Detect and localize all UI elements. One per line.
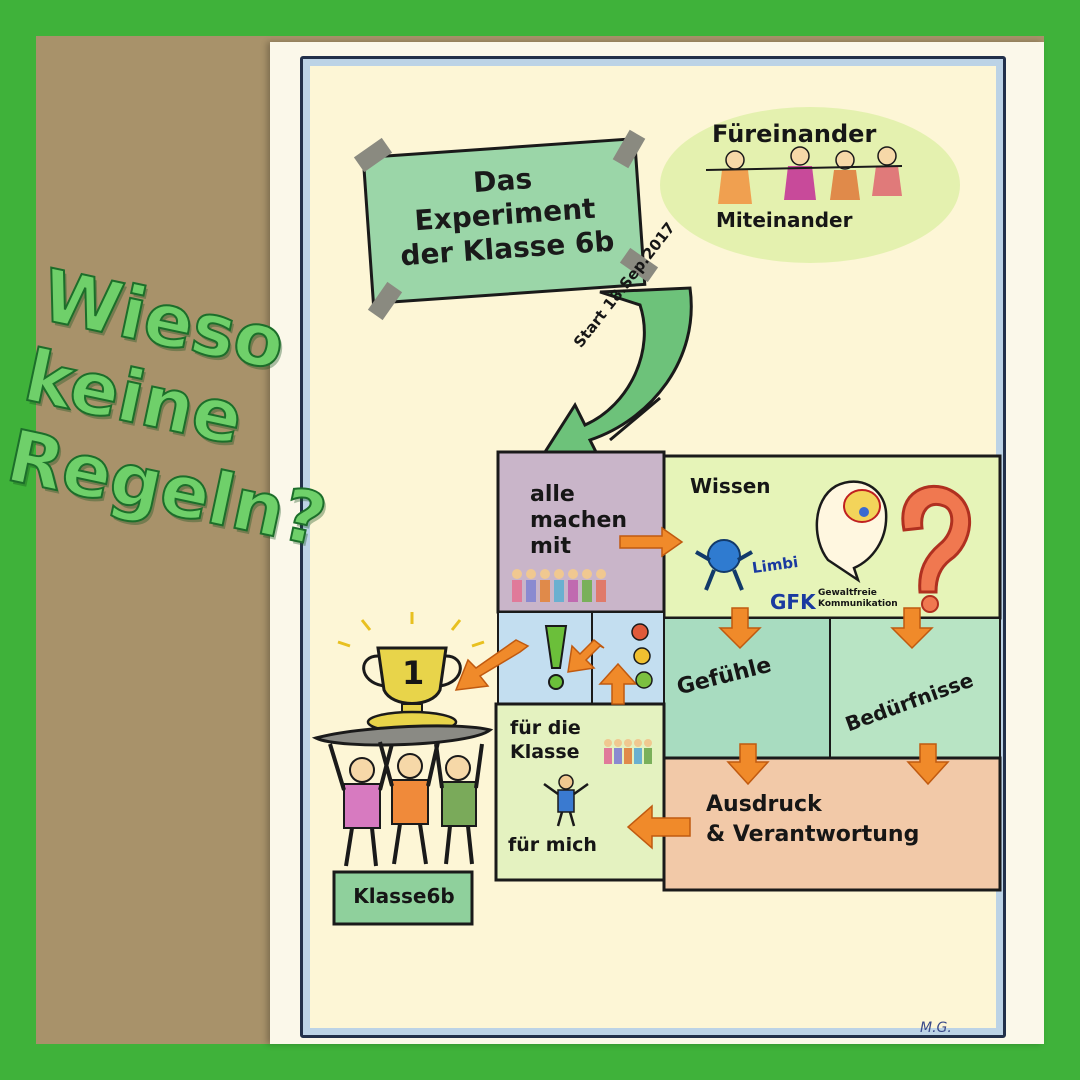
fuer-klasse-line2: Klasse — [510, 741, 580, 763]
tape-bl — [367, 281, 403, 321]
arrow-to-trophy — [454, 639, 530, 691]
trophy-number: 1 — [402, 654, 425, 692]
brain-shape — [843, 489, 881, 523]
arrow-alle-wissen — [619, 526, 684, 558]
ausdruck-label: Ausdruck & Verantwortung — [706, 790, 919, 850]
arrow-gefuehle-ausdruck — [726, 743, 770, 786]
alle-line2: machen — [530, 508, 628, 533]
smiley-sad — [631, 623, 649, 641]
smiley-neutral — [633, 647, 651, 665]
arrow-smileys-exclaim — [567, 638, 605, 673]
limbi-legs — [695, 550, 753, 591]
tape-tr — [612, 129, 646, 169]
title-card: Das Experiment der Klasse 6b — [377, 155, 634, 274]
limbi-creature — [707, 539, 741, 573]
arrow-ausdruck-fuer — [626, 804, 691, 850]
fuer-klasse-line1: für die — [510, 717, 581, 739]
alle-line3: mit — [530, 534, 571, 559]
alle-label: alle machen mit — [530, 482, 627, 560]
gfk-label: GFK — [770, 590, 816, 614]
tape-tl — [353, 137, 393, 173]
exclaim-dot — [548, 674, 564, 690]
start-arrow — [542, 286, 693, 473]
cell-smileys-bg — [591, 611, 665, 705]
ausdruck-line2: & Verantwortung — [706, 822, 920, 847]
class-label: Klasse6b — [353, 884, 455, 908]
ausdruck-line1: Ausdruck — [706, 792, 822, 817]
fuer-mich-label: für mich — [508, 834, 597, 856]
arrow-wissen-gefuehle — [718, 607, 762, 650]
people-row-klasse — [604, 739, 652, 764]
cloud-people — [705, 146, 903, 204]
people-row-alle — [512, 569, 606, 602]
question-dot — [921, 595, 939, 613]
smiley-happy — [635, 671, 653, 689]
orange-arrows — [454, 526, 950, 850]
tape-br — [619, 247, 659, 283]
cell-alle-bg — [496, 450, 666, 614]
cloud-bottom-label: Miteinander — [716, 208, 853, 232]
alle-line1: alle — [530, 482, 575, 507]
class-label-bg — [332, 870, 474, 926]
gfk-sub1: Gewaltfreie — [818, 588, 877, 598]
exclaim-mark — [544, 625, 568, 669]
question-mark-shape — [901, 484, 972, 594]
person-fuer-mich — [543, 774, 589, 827]
cloud-top-label: Füreinander — [712, 120, 877, 148]
cell-ausdruck-bg — [662, 756, 1002, 892]
start-arrow-tail — [609, 396, 661, 442]
fuer-klasse-label: für die Klasse — [510, 716, 581, 764]
kids-group — [328, 741, 484, 867]
gfk-sub2: Kommunikation — [818, 599, 898, 609]
wissen-label: Wissen — [690, 474, 771, 498]
limbic-dot — [859, 507, 869, 517]
gfk-sub-label: Gewaltfreie Kommunikation — [818, 588, 898, 610]
tray-shape — [311, 724, 494, 747]
signature: M.G. — [920, 1020, 952, 1036]
arrow-wissen-beduerfnisse — [890, 607, 934, 650]
title-card-bg — [361, 137, 647, 305]
arrow-beduerfnisse-ausdruck — [906, 743, 950, 786]
cell-fuer-bg — [494, 702, 666, 882]
arrow-fuer-up — [598, 662, 638, 705]
